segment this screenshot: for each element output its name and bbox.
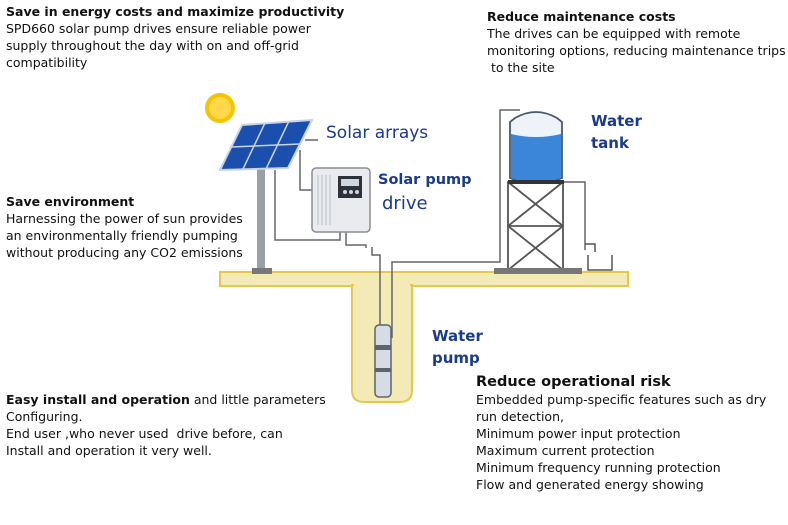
pump-drive-label-line2: drive [382, 193, 428, 214]
sun-icon [205, 93, 235, 123]
install-line: End user ,who never used drive before, c… [6, 426, 283, 441]
risk-line: Maximum current protection [476, 443, 655, 458]
water-pump-label-line2: pump [432, 349, 480, 367]
energy-section: Save in energy costs and maximize produc… [6, 3, 344, 71]
maintenance-section: Reduce maintenance costs The drives can … [487, 8, 786, 76]
risk-line: Minimum frequency running protection [476, 460, 721, 475]
solar-panel-icon [218, 118, 314, 172]
energy-line: SPD660 solar pump drives ensure reliable… [6, 21, 311, 36]
install-heading: Easy install and operation and little pa… [6, 391, 326, 408]
water-pump-icon [374, 324, 392, 398]
water-tank-label-line1: Water [591, 112, 642, 130]
water-pump-label-line1: Water [432, 327, 483, 345]
risk-line: Flow and generated energy showing [476, 477, 704, 492]
install-heading-bold: Easy install and operation [6, 392, 190, 407]
install-line: Install and operation it very well. [6, 443, 212, 458]
pump-drive-label-line1: Solar pump [378, 172, 472, 188]
energy-line: supply throughout the day with on and of… [6, 38, 299, 53]
water-tower-icon [507, 181, 564, 271]
risk-line: Minimum power input protection [476, 426, 681, 441]
install-heading-rest: and little parameters [189, 392, 326, 407]
water-tank-icon [508, 111, 564, 184]
maintenance-line: to the site [487, 60, 555, 75]
tap-icon [585, 243, 613, 271]
risk-section: Reduce operational risk Embedded pump-sp… [476, 374, 766, 493]
energy-heading: Save in energy costs and maximize produc… [6, 4, 345, 19]
environment-line: Harnessing the power of sun provides [6, 211, 243, 226]
environment-heading: Save environment [6, 194, 135, 209]
install-line: Configuring. [6, 409, 83, 424]
risk-heading: Reduce operational risk [476, 374, 671, 390]
pump-drive-icon [311, 167, 371, 233]
environment-section: Save environment Harnessing the power of… [6, 193, 243, 261]
maintenance-heading: Reduce maintenance costs [487, 9, 676, 24]
install-section: Easy install and operation and little pa… [6, 391, 326, 459]
ground [219, 271, 629, 287]
solar-arrays-label: Solar arrays [326, 123, 429, 143]
energy-line: compatibility [6, 55, 88, 70]
environment-line: an environmentally friendly pumping [6, 228, 238, 243]
water-tank-label-line2: tank [591, 134, 629, 152]
maintenance-line: The drives can be equipped with remote [487, 26, 741, 41]
risk-line: run detection, [476, 409, 564, 424]
maintenance-line: monitoring options, reducing maintenance… [487, 43, 786, 58]
risk-line: Embedded pump-specific features such as … [476, 392, 767, 407]
environment-line: without producing any CO2 emissions [6, 245, 243, 260]
